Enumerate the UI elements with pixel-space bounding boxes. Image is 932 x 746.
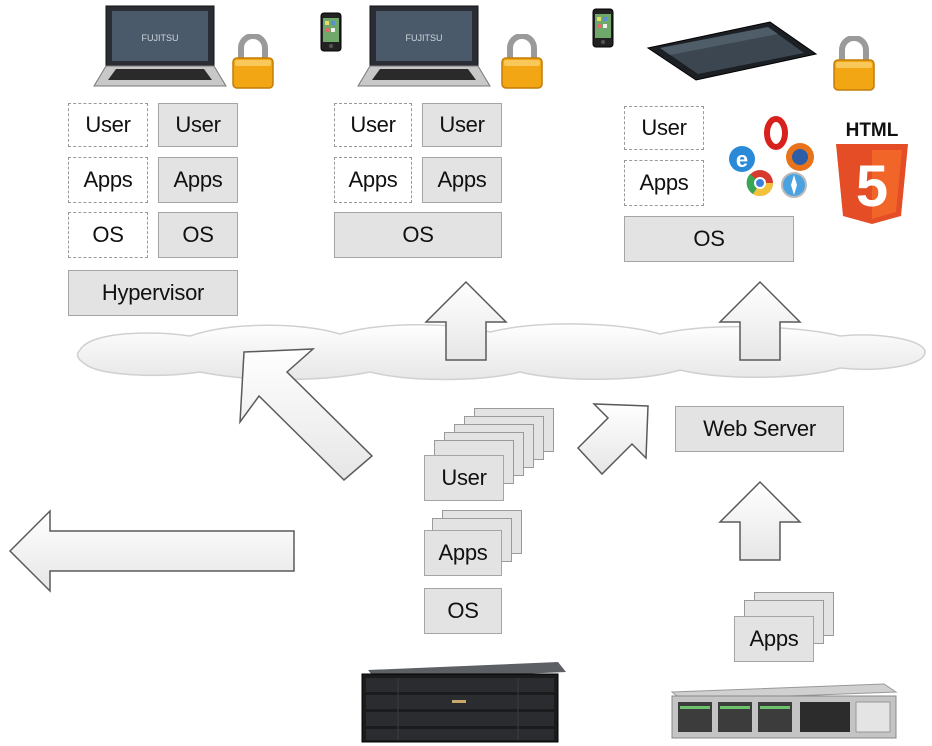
left-apps-vm2: Apps <box>158 157 238 203</box>
arrow-up-bottom <box>718 480 802 561</box>
arrow-diagonal-right <box>576 403 649 476</box>
right-apps-box: Apps <box>624 160 704 206</box>
web-server-box: Web Server <box>675 406 844 452</box>
middle-os-box: OS <box>334 212 502 258</box>
padlock-icon <box>833 36 875 91</box>
right-os-box: OS <box>624 216 794 262</box>
web-apps-box: Apps <box>734 616 814 662</box>
middle-apps-b: Apps <box>422 157 502 203</box>
middle-user-a: User <box>334 103 412 147</box>
cloud-icon <box>76 323 926 381</box>
server-os-box: OS <box>424 588 502 634</box>
svg-text:FUJITSU: FUJITSU <box>142 33 179 43</box>
left-os-vm2: OS <box>158 212 238 258</box>
hypervisor-box: Hypervisor <box>68 270 238 316</box>
svg-text:HTML: HTML <box>846 120 899 141</box>
padlock-icon <box>232 34 274 89</box>
browser-logos-icon: e <box>729 116 814 198</box>
rack-server-icon <box>670 683 898 739</box>
html5-logo-icon: HTML 5 <box>836 120 908 224</box>
svg-text:e: e <box>736 147 748 172</box>
middle-apps-a: Apps <box>334 157 412 203</box>
svg-text:FUJITSU: FUJITSU <box>406 33 443 43</box>
svg-text:5: 5 <box>856 154 888 219</box>
middle-user-b: User <box>422 103 502 147</box>
arrow-diagonal-left <box>239 348 374 482</box>
arrow-up-middle <box>424 280 508 361</box>
arrow-up-right <box>718 280 802 361</box>
padlock-icon <box>501 34 543 89</box>
laptop-icon: FUJITSU <box>357 5 491 87</box>
right-user-box: User <box>624 106 704 150</box>
smartphone-icon <box>320 12 342 52</box>
server-user-box: User <box>424 455 504 501</box>
left-os-vm1: OS <box>68 212 148 258</box>
smartphone-icon <box>592 8 614 48</box>
left-user-vm1: User <box>68 103 148 147</box>
laptop-icon: FUJITSU <box>93 5 227 87</box>
left-apps-vm1: Apps <box>68 157 148 203</box>
arrow-left <box>8 509 295 593</box>
server-apps-box: Apps <box>424 530 502 576</box>
storage-server-icon <box>361 662 566 743</box>
left-user-vm2: User <box>158 103 238 147</box>
tablet-icon <box>646 21 818 81</box>
